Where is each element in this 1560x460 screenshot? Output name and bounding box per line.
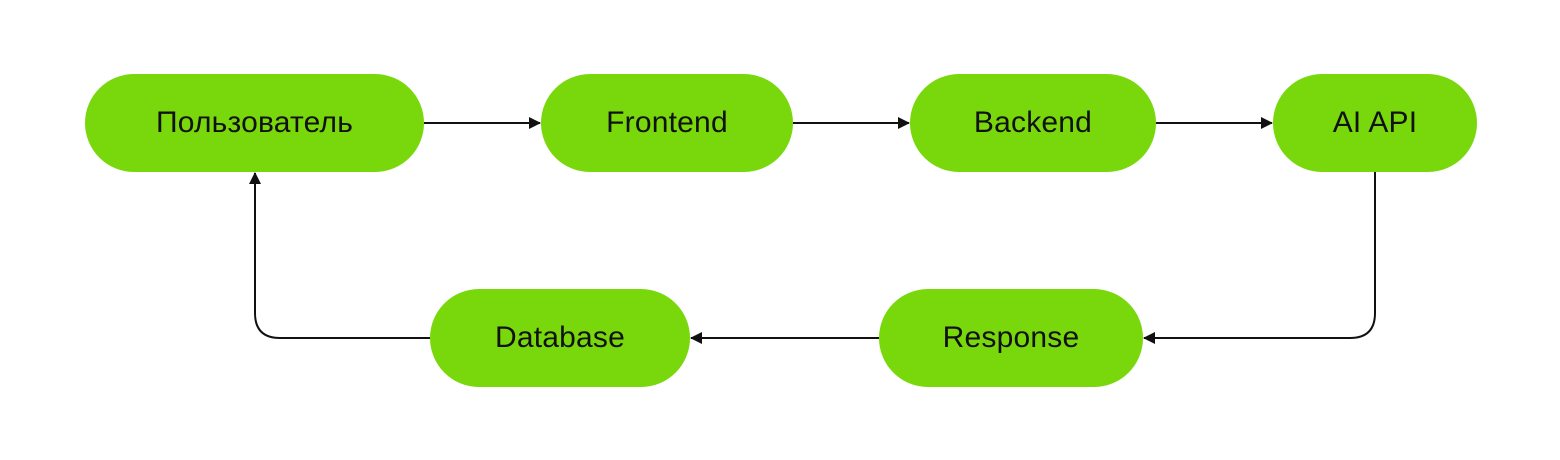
- node-response-label: Response: [942, 321, 1080, 354]
- edge-ai-api-to-response: [1143, 172, 1376, 344]
- node-frontend-label: Frontend: [606, 106, 728, 139]
- node-database-label: Database: [494, 321, 626, 354]
- node-ai-api-label: AI API: [1332, 106, 1418, 139]
- node-frontend: Frontend: [541, 74, 793, 172]
- node-backend: Backend: [910, 74, 1156, 172]
- node-user: Пользователь: [85, 74, 424, 172]
- node-response: Response: [879, 289, 1143, 387]
- node-database: Database: [430, 289, 690, 387]
- edge-database-to-user: [249, 172, 430, 339]
- node-backend-label: Backend: [973, 106, 1093, 139]
- node-user-label: Пользователь: [155, 106, 354, 139]
- node-ai-api: AI API: [1273, 74, 1477, 172]
